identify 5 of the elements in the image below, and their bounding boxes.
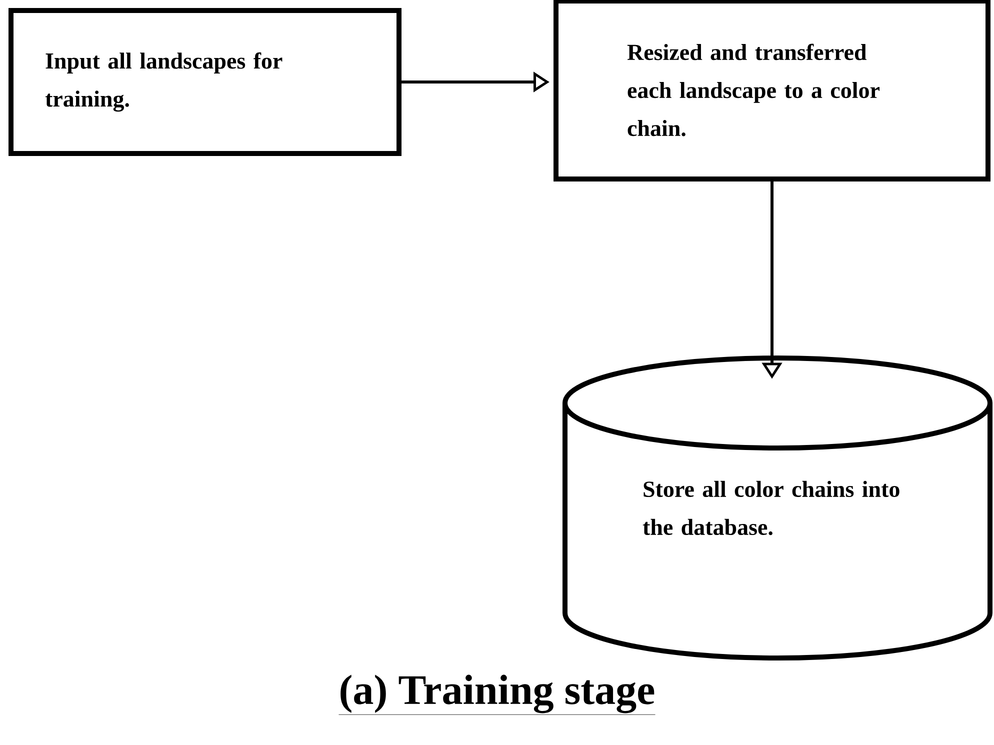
title: (a) Training stage bbox=[338, 674, 656, 715]
process-box: Input all landscapes for training. bbox=[8, 8, 402, 156]
node-label: Store all color chains into the database. bbox=[642, 480, 900, 536]
database-cylinder: Store all color chains into the database. bbox=[562, 356, 992, 660]
process-box: Resized and transferred each landscape to a color chain. bbox=[554, 0, 990, 182]
